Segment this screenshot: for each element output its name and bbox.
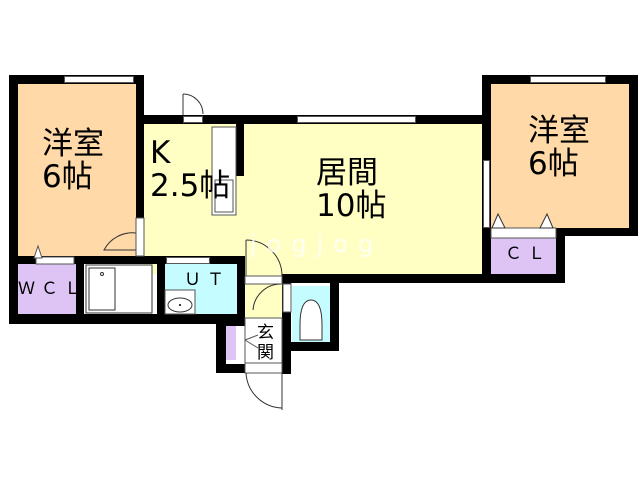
- room-label-ut: ＵＴ: [184, 270, 230, 290]
- room-label-kitchen: K 2.5帖: [150, 137, 230, 202]
- wall: [76, 256, 84, 324]
- wall: [136, 75, 144, 233]
- window: [483, 160, 490, 228]
- front-door-swing-icon: [245, 372, 283, 409]
- room-name: 居間: [316, 155, 378, 191]
- wall: [556, 228, 565, 283]
- living-room: [244, 124, 482, 274]
- room-size: 6帖: [528, 145, 579, 182]
- door-swing-icon: [252, 283, 282, 311]
- wall: [282, 274, 482, 283]
- door-frame: [135, 217, 145, 257]
- window: [530, 76, 606, 83]
- window: [297, 116, 416, 123]
- wall: [236, 124, 244, 176]
- wall: [282, 342, 339, 351]
- stove-icon: [214, 179, 234, 213]
- wall: [216, 318, 245, 326]
- door-swing-icon: [103, 232, 137, 251]
- door-swing-icon: [245, 239, 283, 277]
- window: [166, 257, 210, 264]
- wall: [237, 256, 245, 324]
- room-size: 2.5帖: [150, 167, 231, 204]
- window: [183, 116, 203, 123]
- room-name: 洋室: [528, 113, 590, 149]
- wall: [330, 274, 339, 350]
- room-label-wcl: ＷＣＬ: [18, 279, 87, 299]
- wall: [482, 274, 565, 283]
- room-size: 10帖: [316, 187, 387, 224]
- wall: [216, 364, 245, 373]
- window: [64, 76, 134, 83]
- walk-in-closet: [18, 264, 76, 314]
- room-size: 6帖: [42, 158, 93, 195]
- wall: [157, 256, 165, 324]
- room-label-entrance: 玄関: [257, 323, 274, 363]
- shoe-closet: [226, 325, 236, 360]
- wall: [9, 256, 245, 264]
- wall: [9, 314, 245, 324]
- wall: [629, 75, 638, 236]
- room-name: 洋室: [42, 126, 104, 162]
- wall: [216, 318, 226, 373]
- room-label-western-left: 洋室 6帖: [42, 128, 104, 193]
- room-label-western-right: 洋室 6帖: [528, 115, 590, 180]
- room-label-cl: ＣＬ: [505, 244, 551, 264]
- entrance-floor: [244, 317, 283, 365]
- door-swing-icon: [182, 93, 204, 115]
- western-room-left: [18, 84, 136, 260]
- room-name: K: [150, 135, 171, 171]
- toilet-icon: [299, 299, 323, 341]
- wall: [556, 228, 638, 236]
- wall: [9, 75, 18, 324]
- western-room-right: [491, 84, 629, 228]
- watermark: jogjog: [249, 230, 383, 258]
- wall: [282, 274, 291, 374]
- room-label-living: 居間 10帖: [316, 157, 386, 222]
- closet: [491, 238, 556, 274]
- kitchen-counter: [211, 126, 237, 216]
